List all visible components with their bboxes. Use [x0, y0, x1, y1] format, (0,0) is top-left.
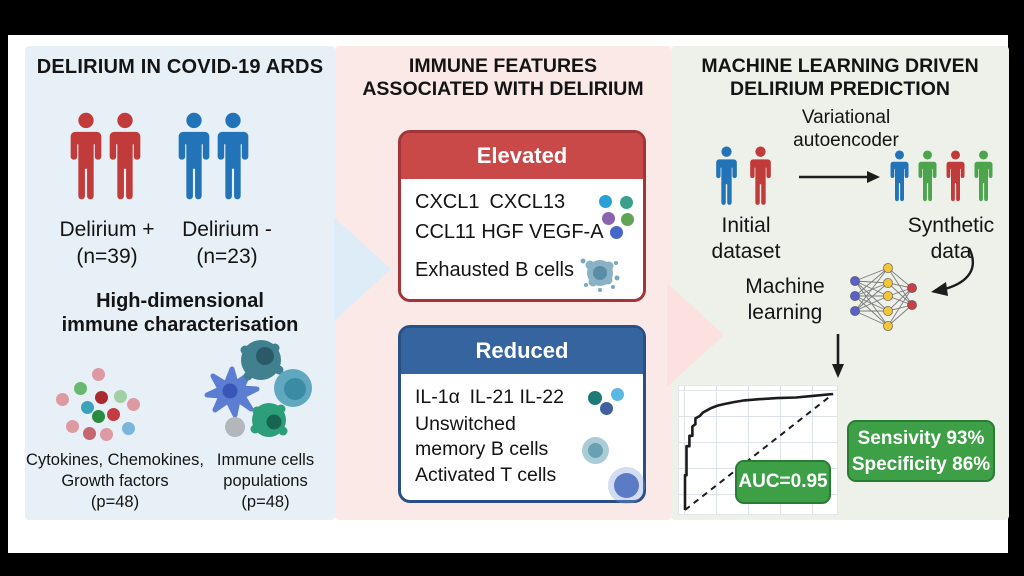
marker-dot: [66, 420, 79, 433]
macrophage-cell-icon: [240, 340, 284, 381]
delirium-negative-label: Delirium - (n=23): [157, 216, 297, 270]
reduced-cells-line1: Unswitched: [415, 413, 516, 435]
delirium-negative-text: Delirium -: [182, 218, 272, 241]
roc-diagonal-reference-line: [684, 393, 834, 511]
delirium-positive-person-icons: [63, 112, 141, 204]
synthetic-data-label: Synthetic data: [907, 214, 995, 263]
marker-dot: [621, 213, 634, 226]
reduced-cytokine-dots: [588, 388, 632, 422]
reduced-features-box: Reduced IL-1α IL-21 IL-22 Unswitched mem…: [398, 325, 646, 503]
left-panel-title: DELIRIUM IN COVID-19 ARDS: [36, 56, 324, 78]
immune-cells-illustration: [204, 340, 312, 437]
marker-dot: [74, 382, 87, 395]
elevated-cells-line: Exhausted B cells: [415, 259, 574, 281]
marker-dot: [81, 401, 94, 414]
synthetic-data-person-icons: [886, 147, 998, 207]
right-panel-title: MACHINE LEARNING DRIVEN DELIRIUM PREDICT…: [701, 55, 979, 100]
marker-dot: [114, 390, 127, 403]
machine-learning-label: Machine learning: [745, 275, 825, 324]
person-icon: [711, 146, 742, 208]
down-arrow-icon: [832, 334, 844, 378]
monocyte-cell-icon: [225, 417, 245, 437]
marker-dot: [56, 393, 69, 406]
flow-arrow-middle-to-right: [667, 283, 724, 387]
marker-dot: [127, 398, 140, 411]
panel-delirium-cohort: DELIRIUM IN COVID-19 ARDS Delirium + (n=…: [25, 46, 335, 520]
marker-dot: [92, 368, 105, 381]
elevated-markers-line1: CXCL1 CXCL13: [415, 191, 566, 213]
middle-panel-title: IMMUNE FEATURES ASSOCIATED WITH DELIRIUM: [362, 55, 644, 100]
flow-arrow-left-to-middle: [334, 217, 391, 321]
vae-arrow-icon: [799, 171, 880, 183]
person-icon: [886, 147, 913, 207]
granulocyte-cell-icon: [250, 403, 288, 437]
marker-dot: [602, 212, 615, 225]
initial-dataset-label: Initial dataset: [711, 214, 781, 263]
marker-dot: [599, 195, 612, 208]
activated-t-cell-icon: [614, 473, 639, 498]
cytokines-caption: Cytokines, Chemokines, Growth factors (p…: [26, 451, 204, 511]
vae-label: Variational autoencoder: [793, 107, 899, 151]
neural-network-icon: [850, 263, 917, 331]
reduced-cells-line3: Activated T cells: [415, 464, 557, 486]
marker-dot: [588, 391, 602, 405]
elevated-header: Elevated: [401, 133, 643, 179]
marker-dot: [610, 226, 623, 239]
panel-ml-prediction: MACHINE LEARNING DRIVEN DELIRIUM PREDICT…: [671, 46, 1009, 520]
person-icon: [745, 146, 776, 208]
marker-dot: [620, 196, 633, 209]
delirium-negative-person-icons: [171, 112, 249, 204]
auc-badge: AUC=0.95: [735, 460, 831, 504]
reduced-header: Reduced: [401, 328, 643, 374]
elevated-features-box: Elevated CXCL1 CXCL13 CCL11 HGF VEGF-A E…: [398, 130, 646, 302]
marker-dot: [107, 408, 120, 421]
initial-dataset-person-icons: [711, 146, 779, 208]
marker-dot: [95, 391, 108, 404]
immune-cells-caption: Immune cells populations (p=48): [216, 451, 315, 511]
figure-card: DELIRIUM IN COVID-19 ARDS Delirium + (n=…: [8, 35, 1009, 553]
performance-badge: Sensivity 93% Specificity 86%: [847, 420, 995, 482]
exhausted-b-cell-icon: [580, 258, 620, 292]
marker-dot: [611, 388, 624, 401]
marker-dot: [92, 410, 105, 423]
delirium-positive-text: Delirium +: [59, 218, 155, 241]
elevated-markers-line2: CCL11 HGF VEGF-A: [415, 221, 604, 243]
reduced-cells-line2: memory B cells: [415, 438, 549, 460]
memory-b-cell-icon: [582, 437, 609, 464]
delirium-positive-label: Delirium + (n=39): [37, 216, 177, 270]
delirium-negative-count: (n=23): [196, 245, 258, 268]
person-icon: [102, 112, 148, 204]
panel-immune-features: IMMUNE FEATURES ASSOCIATED WITH DELIRIUM…: [335, 46, 671, 520]
marker-dot: [100, 428, 113, 441]
marker-dot: [600, 402, 613, 415]
marker-dot: [83, 427, 96, 440]
cytokine-dots-illustration: [50, 362, 150, 447]
person-icon: [942, 147, 969, 207]
immune-characterisation-heading: High-dimensional immune characterisation: [61, 290, 299, 336]
delirium-positive-count: (n=39): [76, 245, 138, 268]
elevated-cytokine-dots: [593, 195, 637, 243]
curved-arrow-icon: [931, 247, 974, 296]
lymphocyte-cell-icon: [274, 369, 312, 407]
person-icon: [210, 112, 256, 204]
marker-dot: [122, 422, 135, 435]
person-icon: [970, 147, 997, 207]
reduced-markers-line: IL-1α IL-21 IL-22: [415, 386, 564, 408]
person-icon: [914, 147, 941, 207]
roc-curve: [683, 392, 834, 510]
